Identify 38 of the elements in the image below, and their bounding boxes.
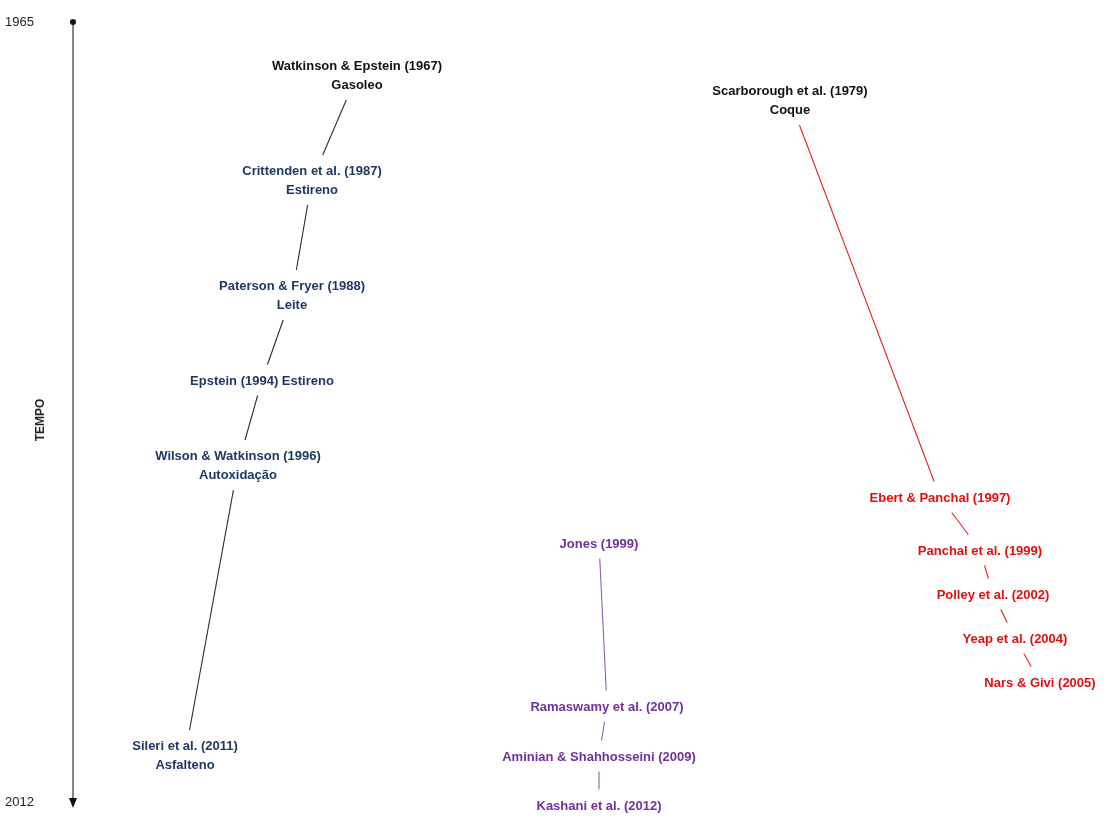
connector-line xyxy=(189,489,234,731)
connector-line xyxy=(984,564,989,580)
citation-text: Wilson & Watkinson (1996) xyxy=(155,447,321,465)
citation-text: Aminian & Shahhosseini (2009) xyxy=(502,747,696,766)
citation-text: Paterson & Fryer (1988) xyxy=(219,277,365,295)
citation-text: Yeap et al. (2004) xyxy=(962,629,1068,648)
material-text: Autoxidação xyxy=(198,466,278,484)
citation-text: Ebert & Panchal (1997) xyxy=(869,488,1011,507)
citation-text: Kashani et al. (2012) xyxy=(536,796,662,815)
citation-text: Sileri et al. (2011) xyxy=(132,737,238,755)
citation-text: Epstein (1994) Estireno xyxy=(190,371,334,390)
citation-text: Crittenden et al. (1987) xyxy=(242,162,382,180)
connector-line xyxy=(598,770,600,791)
citation-text: Scarborough et al. (1979) xyxy=(712,82,868,100)
connector-line xyxy=(322,99,347,156)
connector-line xyxy=(295,204,309,271)
citation-text: Ramaswamy et al. (2007) xyxy=(530,697,684,716)
connector-line xyxy=(798,124,935,483)
connector-line xyxy=(266,319,284,366)
citation-text: Jones (1999) xyxy=(559,534,639,553)
citation-text: Nars & Givi (2005) xyxy=(984,673,1096,692)
material-text: Asfalteno xyxy=(154,756,216,774)
citation-text: Watkinson & Epstein (1967) xyxy=(272,57,442,75)
citation-text: Panchal et al. (1999) xyxy=(917,541,1043,560)
axis-label: TEMPO xyxy=(33,398,47,442)
year-label: 1965 xyxy=(5,14,34,29)
connector-line xyxy=(1023,652,1032,668)
material-text: Gasoleo xyxy=(330,76,384,94)
material-text: Estireno xyxy=(285,181,339,199)
citation-text: Polley et al. (2002) xyxy=(936,585,1050,604)
connector-line xyxy=(951,511,969,536)
material-text: Coque xyxy=(768,101,812,119)
connector-line xyxy=(599,557,607,692)
connector-line xyxy=(600,720,606,742)
connector-line xyxy=(244,394,259,441)
connector-line xyxy=(1000,608,1008,624)
material-text: Leite xyxy=(275,296,309,314)
year-label: 2012 xyxy=(5,794,34,809)
